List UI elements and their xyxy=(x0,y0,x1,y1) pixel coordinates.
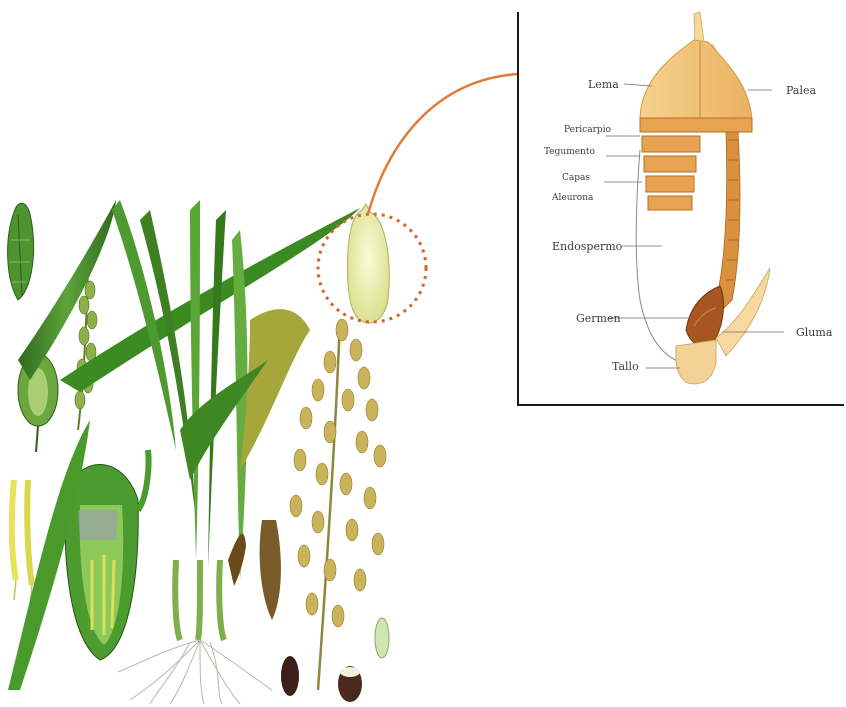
label-palea: Palea xyxy=(786,84,816,97)
label-tegumento: Tegumento xyxy=(544,147,595,157)
plant-leaves xyxy=(8,200,360,690)
label-capas: Capas xyxy=(562,173,590,183)
label-endospermo: Endospermo xyxy=(552,240,623,253)
label-germen: Germen xyxy=(576,312,621,325)
hull-lema-palea xyxy=(640,40,752,120)
plant-roots xyxy=(118,640,272,704)
label-lema: Lema xyxy=(588,78,619,91)
spikelet-detail-top xyxy=(8,203,34,300)
callout-connector-line xyxy=(368,74,518,214)
label-aleurona: Aleurona xyxy=(551,193,594,203)
label-pericarpio: Pericarpio xyxy=(564,125,611,135)
rice-plant-illustration xyxy=(8,200,426,704)
stamen-detail xyxy=(12,480,32,605)
label-gluma: Gluma xyxy=(796,326,833,339)
stem-base xyxy=(676,340,716,384)
golden-panicle xyxy=(290,319,386,690)
highlighted-grain xyxy=(348,204,390,323)
label-tallo: Tallo xyxy=(612,360,639,373)
grain-section-panel: Lema Palea Pericarpio Tegumento Capas Al… xyxy=(518,12,844,405)
